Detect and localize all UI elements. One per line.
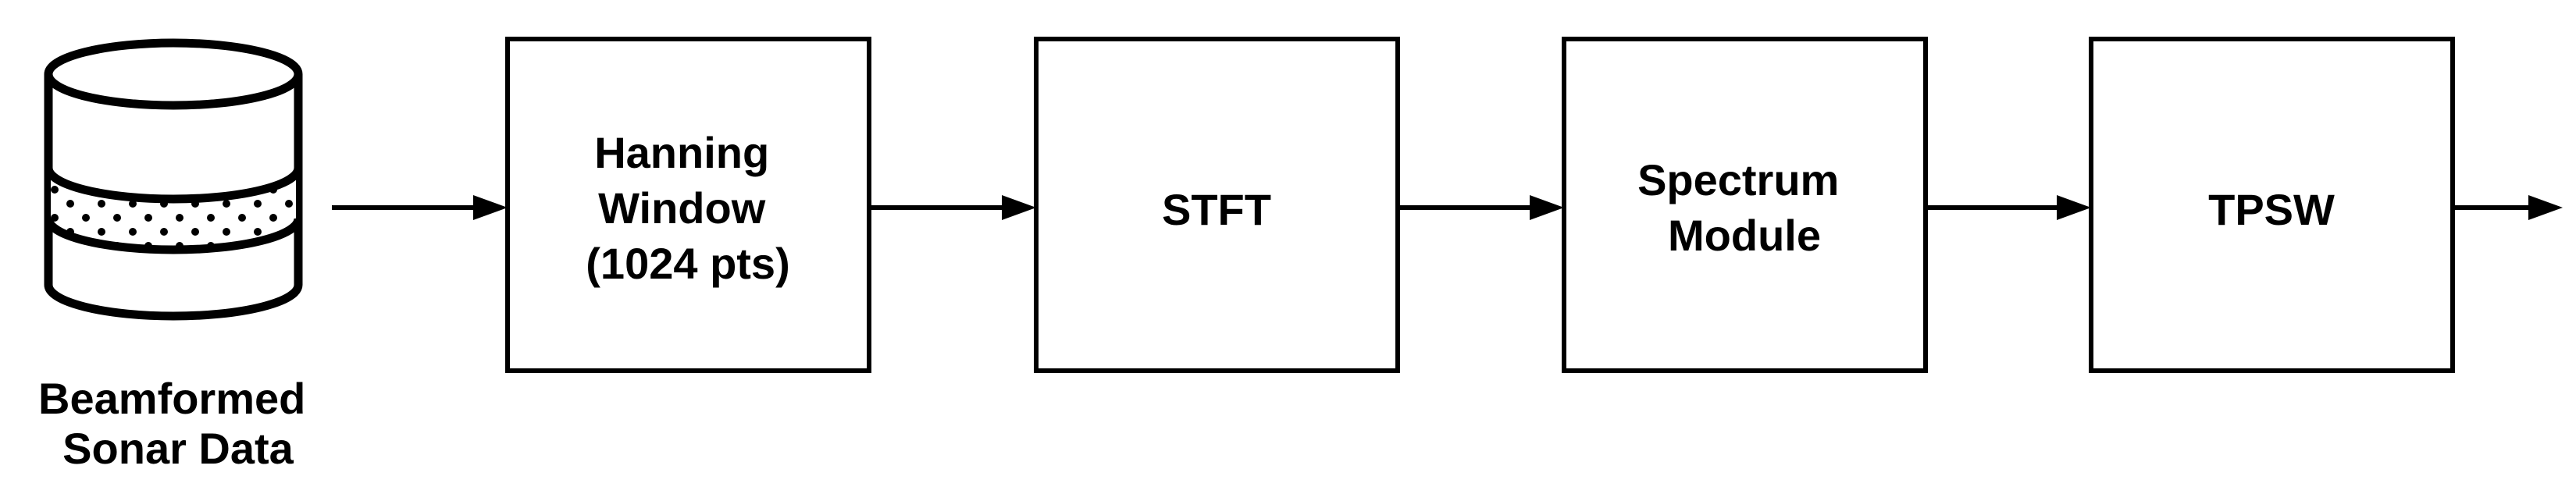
block-stft-box [1034, 37, 1400, 373]
arrow-source-to-hanning [332, 195, 508, 220]
block-tpsw-label: TPSW [2208, 185, 2335, 234]
arrow-spectrum-to-tpsw [1926, 195, 2091, 220]
source-label-line1: Beamformed [38, 374, 305, 423]
block-spectrum-module: Spectrum Module [1562, 37, 1928, 373]
tpsw-line1: TPSW [2208, 185, 2335, 234]
block-tpsw: TPSW [2089, 37, 2455, 373]
block-stft: STFT [1034, 37, 1400, 373]
hanning-line1: Hanning [594, 128, 769, 177]
hanning-line3: (1024 pts) [586, 239, 789, 288]
block-spectrum-module-label: Spectrum Module [1637, 155, 1851, 260]
arrow-stft-to-spectrum [1398, 195, 1564, 220]
block-hanning-window-label: Hanning Window (1024 pts) [586, 128, 789, 288]
hanning-line2: Window [598, 183, 766, 233]
spectrum-line1: Spectrum [1637, 155, 1839, 204]
block-hanning-window-box [505, 37, 871, 373]
arrow-tpsw-output [2453, 195, 2563, 220]
block-hanning-window: Hanning Window (1024 pts) [505, 37, 871, 373]
block-stft-label: STFT [1162, 185, 1271, 234]
spectrum-line2: Module [1668, 211, 1821, 260]
arrow-hanning-to-stft [869, 195, 1036, 220]
stft-line1: STFT [1162, 185, 1271, 234]
source-label-line2: Sonar Data [62, 424, 294, 473]
block-tpsw-box [2089, 37, 2455, 373]
database-icon [44, 38, 303, 321]
source-label: Beamformed Sonar Data [38, 374, 318, 473]
block-spectrum-module-box [1562, 37, 1928, 373]
